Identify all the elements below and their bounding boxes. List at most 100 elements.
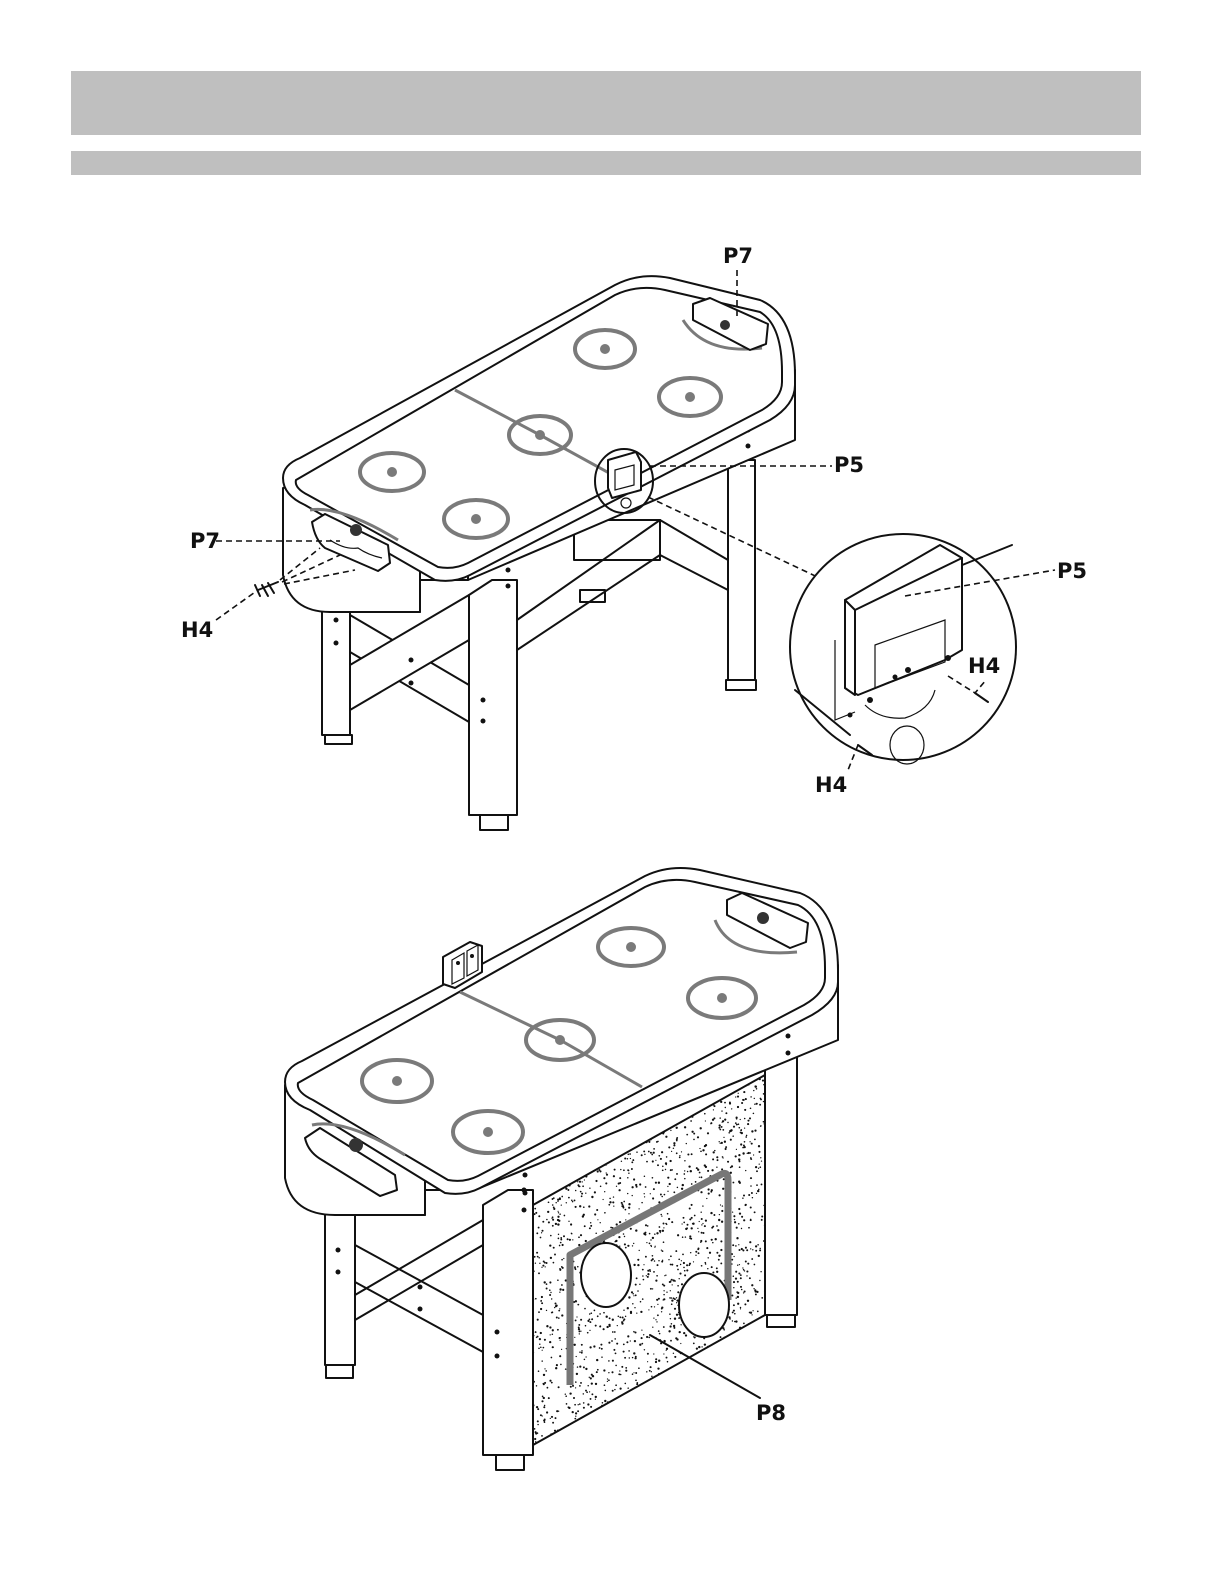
speckle-dot bbox=[558, 1317, 560, 1319]
speckle-dot bbox=[735, 1155, 737, 1157]
speckle-dot bbox=[550, 1292, 551, 1293]
speckle-dot bbox=[613, 1349, 615, 1351]
speckle-dot bbox=[602, 1231, 604, 1233]
speckle-dot bbox=[558, 1386, 560, 1388]
speckle-dot bbox=[659, 1333, 661, 1335]
speckle-dot bbox=[559, 1268, 561, 1270]
speckle-dot bbox=[559, 1292, 560, 1293]
speckle-dot bbox=[543, 1406, 545, 1408]
speckle-dot bbox=[760, 1157, 761, 1158]
speckle-dot bbox=[627, 1307, 629, 1309]
speckle-dot bbox=[682, 1184, 684, 1186]
speckle-dot bbox=[568, 1221, 569, 1222]
speckle-dot bbox=[729, 1101, 731, 1103]
speckle-dot bbox=[623, 1207, 625, 1209]
speckle-dot bbox=[549, 1380, 551, 1382]
speckle-dot bbox=[568, 1407, 570, 1409]
speckle-dot bbox=[656, 1321, 657, 1322]
speckle-dot bbox=[689, 1235, 691, 1237]
speckle-dot bbox=[746, 1249, 748, 1251]
speckle-dot bbox=[670, 1318, 671, 1319]
speckle-dot bbox=[684, 1126, 686, 1128]
speckle-dot bbox=[741, 1289, 743, 1291]
speckle-dot bbox=[736, 1118, 738, 1120]
speckle-dot bbox=[665, 1223, 667, 1225]
speckle-dot bbox=[699, 1172, 701, 1174]
speckle-dot bbox=[733, 1256, 734, 1257]
speckle-dot bbox=[751, 1130, 753, 1132]
speckle-dot bbox=[541, 1360, 542, 1361]
speckle-dot bbox=[584, 1308, 586, 1310]
speckle-dot bbox=[578, 1330, 580, 1332]
speckle-dot bbox=[713, 1109, 714, 1110]
speckle-dot bbox=[539, 1344, 540, 1345]
speckle-dot bbox=[667, 1361, 669, 1363]
speckle-dot bbox=[658, 1155, 660, 1157]
speckle-dot bbox=[577, 1184, 579, 1186]
speckle-dot bbox=[665, 1169, 666, 1170]
speckle-dot bbox=[673, 1325, 675, 1327]
speckle-dot bbox=[559, 1198, 561, 1200]
speckle-dot bbox=[748, 1323, 750, 1325]
speckle-dot bbox=[549, 1281, 551, 1283]
speckle-dot bbox=[568, 1197, 570, 1199]
speckle-dot bbox=[631, 1161, 633, 1163]
speckle-dot bbox=[749, 1277, 751, 1279]
speckle-dot bbox=[630, 1228, 632, 1230]
speckle-dot bbox=[760, 1098, 762, 1100]
speckle-dot bbox=[666, 1350, 667, 1351]
speckle-dot bbox=[721, 1122, 722, 1123]
speckle-dot bbox=[633, 1352, 635, 1354]
speckle-dot bbox=[676, 1265, 678, 1267]
speckle-dot bbox=[677, 1187, 679, 1189]
speckle-dot bbox=[683, 1262, 685, 1264]
speckle-dot bbox=[679, 1331, 681, 1333]
speckle-dot bbox=[641, 1202, 643, 1204]
speckle-dot bbox=[644, 1349, 645, 1350]
speckle-dot bbox=[551, 1312, 553, 1314]
speckle-dot bbox=[639, 1250, 640, 1251]
speckle-dot bbox=[560, 1270, 561, 1271]
speckle-dot bbox=[651, 1306, 653, 1308]
speckle-dot bbox=[679, 1273, 681, 1275]
speckle-dot bbox=[625, 1370, 627, 1372]
speckle-dot bbox=[708, 1188, 710, 1190]
speckle-dot bbox=[714, 1105, 716, 1107]
speckle-dot bbox=[691, 1204, 693, 1206]
leader-h4-left bbox=[216, 590, 258, 620]
speckle-dot bbox=[540, 1237, 542, 1239]
speckle-dot bbox=[633, 1243, 634, 1244]
speckle-dot bbox=[676, 1297, 677, 1298]
speckle-dot bbox=[654, 1306, 655, 1307]
speckle-dot bbox=[550, 1235, 552, 1237]
speckle-dot bbox=[558, 1238, 560, 1240]
speckle-dot bbox=[618, 1236, 620, 1238]
speckle-dot bbox=[738, 1127, 740, 1129]
speckle-dot bbox=[599, 1313, 601, 1315]
speckle-dot bbox=[710, 1212, 712, 1214]
speckle-dot bbox=[691, 1153, 693, 1155]
speckle-dot bbox=[638, 1208, 639, 1209]
speckle-dot bbox=[541, 1267, 542, 1268]
speckle-dot bbox=[561, 1349, 562, 1350]
speckle-dot bbox=[725, 1146, 727, 1148]
speckle-dot bbox=[653, 1271, 655, 1273]
speckle-dot bbox=[601, 1356, 603, 1358]
speckle-dot bbox=[645, 1224, 647, 1226]
speckle-dot bbox=[698, 1346, 700, 1348]
speckle-dot bbox=[733, 1310, 735, 1312]
speckle-dot bbox=[653, 1317, 654, 1318]
speckle-dot bbox=[748, 1084, 749, 1085]
speckle-dot bbox=[751, 1192, 753, 1194]
speckle-dot bbox=[557, 1211, 558, 1212]
speckle-dot bbox=[677, 1269, 679, 1271]
speckle-dot bbox=[648, 1274, 650, 1276]
speckle-dot bbox=[736, 1237, 738, 1239]
speckle-dot bbox=[546, 1411, 548, 1413]
speckle-dot bbox=[582, 1181, 583, 1182]
speckle-dot bbox=[742, 1267, 743, 1268]
speckle-dot bbox=[680, 1343, 681, 1344]
speckle-dot bbox=[639, 1344, 641, 1346]
speckle-dot bbox=[735, 1320, 737, 1322]
